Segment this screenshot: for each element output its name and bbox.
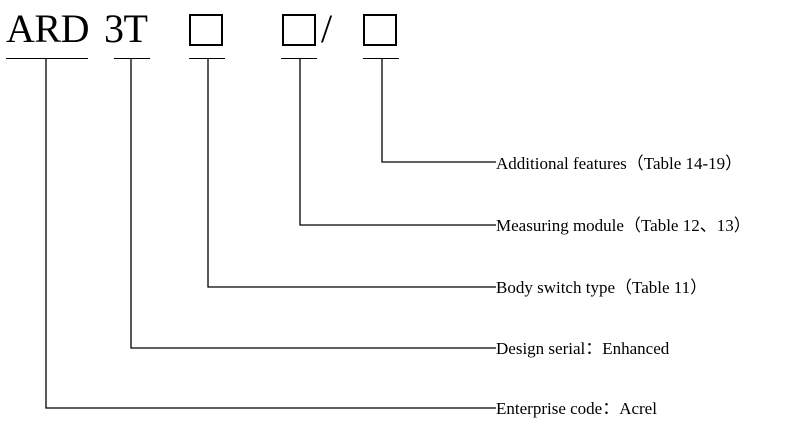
code-design-serial: 3T: [104, 6, 148, 51]
body-switch-type-box: [189, 14, 223, 46]
additional-features-box: [363, 14, 397, 46]
label-body-switch-type: Body switch type（Table 11）: [496, 278, 708, 297]
measuring-underline: [281, 58, 317, 59]
connector-body-switch-type: [207, 59, 496, 288]
connector-enterprise-code: [45, 59, 496, 409]
label-measuring-module: Measuring module（Table 12、13）: [496, 216, 751, 235]
body-switch-underline: [189, 58, 225, 59]
design-underline: [114, 58, 150, 59]
additional-underline: [363, 58, 399, 59]
measuring-module-box: [282, 14, 316, 46]
code-prefix: ARD: [6, 6, 89, 51]
connector-additional-features: [381, 59, 496, 163]
prefix-underline: [6, 58, 88, 59]
label-additional-features: Additional features（Table 14-19）: [496, 154, 743, 173]
label-enterprise-code: Enterprise code：Acrel: [496, 399, 657, 418]
code-separator: /: [321, 6, 332, 51]
connector-design-serial: [130, 59, 496, 349]
connector-measuring-module: [299, 59, 496, 226]
label-design-serial: Design serial：Enhanced: [496, 339, 670, 358]
